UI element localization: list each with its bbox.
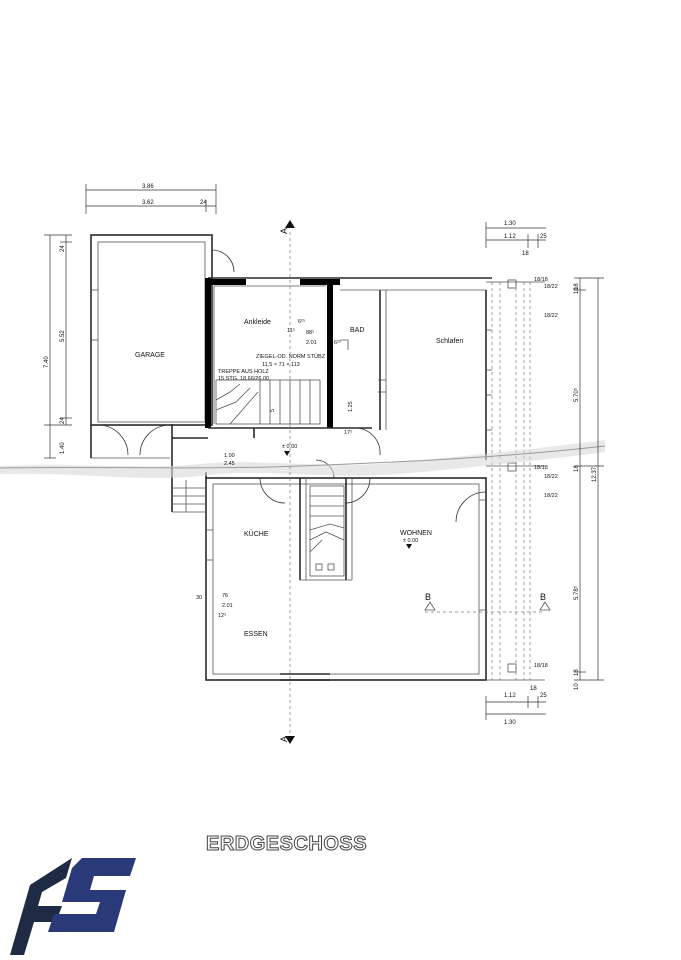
room-wohnen: WOHNEN [400, 530, 432, 537]
bad-dim-125: 1.25 [348, 401, 354, 412]
section-a-bottom: A [279, 736, 289, 742]
ank-dim-2: 11⁵ [287, 327, 295, 334]
beam-5: 18/22 [544, 474, 558, 480]
beam-7: 18/22 [544, 493, 558, 499]
room-schlafen: Schlafen [436, 338, 463, 345]
beam-1: 18/18 [534, 277, 548, 283]
dim-right-bottom-18: 18 [530, 686, 537, 692]
dim-right-10-top: 10 [574, 287, 580, 294]
essen-dim-30: 30 [196, 595, 202, 601]
dim-right-upper-span: 5.70⁵ [573, 387, 580, 402]
dimension-labels: 3.86 3.62 24 7.40 5.52 24 24 1.40 1.30 1… [44, 184, 598, 726]
dim-right-lower-span: 5.78⁵ [573, 585, 580, 600]
stair-dim-5: 5 [270, 409, 276, 412]
dim-right-10-bottom: 10 [574, 683, 580, 690]
dim-left-wall-top: 24 [60, 245, 66, 252]
essen-dim-76: 76 [222, 593, 228, 599]
dim-right-top-inner: 1.12 [504, 234, 516, 240]
lower-block-walls [172, 472, 487, 681]
bad-dim-175: 17⁵ [344, 429, 352, 436]
dim-right-bottom-outer: 1.30 [504, 720, 516, 726]
upper-staircase [215, 379, 321, 425]
note-treppe: TREPPE AUS HOLZ [218, 369, 269, 375]
section-b-right: B [540, 592, 546, 602]
upper-block-walls [171, 277, 492, 512]
dim-left-main: 5.52 [60, 330, 66, 342]
beam-4: 18/18 [534, 465, 548, 471]
beam-6: 18/18 [534, 663, 548, 669]
dim-top-outer: 3.86 [142, 184, 154, 190]
dim-right-bottom-inner: 1.12 [504, 693, 516, 699]
section-markers: A A B B [279, 228, 546, 742]
section-b-left: B [425, 592, 431, 602]
plan-title: ERDGESCHOSS [206, 833, 367, 855]
dim-right-top-18: 18 [522, 251, 529, 257]
garage-walls [90, 234, 235, 459]
lower-staircase [309, 485, 345, 577]
essen-dim-125: 12⁵ [218, 612, 226, 619]
dim-top-inner: 3.62 [142, 200, 154, 206]
note-treppe-dims: 15 STG. 18,66/26,00 [218, 376, 269, 382]
level-entry: ± 0.00 [282, 444, 297, 450]
ank-dim-4: 2.01 [306, 340, 317, 346]
dim-right-18c: 18 [574, 669, 580, 676]
room-ankleide: Ankleide [244, 319, 271, 326]
level-wohnen: ± 0.00 [403, 538, 418, 544]
dim-left-wall-bottom: 24 [60, 417, 66, 424]
company-logo [10, 858, 136, 955]
logo-s-shape [48, 858, 136, 932]
entry-dim-100: 1.00 [224, 453, 235, 459]
entry-dim-245: 2.45 [224, 461, 235, 467]
terrace-beams [486, 279, 545, 681]
top-dimensions [85, 184, 217, 214]
ank-dim-3: 88⁵ [306, 329, 314, 336]
dim-right-top-25: 25 [540, 234, 547, 240]
paper-fold [0, 440, 606, 478]
room-garage: GARAGE [135, 352, 165, 359]
dim-left-lower: 1.40 [60, 442, 66, 454]
dim-right-18a: 18 [574, 283, 580, 290]
room-essen: ESSEN [244, 631, 268, 638]
plan-notes: ZIEGEL-OD. NORM STÜBZ 11,5 × 71 × 113 TR… [218, 353, 418, 544]
beam-2: 18/22 [544, 284, 558, 290]
right-dimensions [485, 222, 604, 720]
section-a-top: A [279, 228, 289, 234]
note-ziegel-dims: 11,5 × 71 × 113 [262, 362, 300, 368]
room-labels: GARAGE Ankleide BAD Schlafen KÜCHE WOHNE… [135, 319, 463, 638]
beam-3: 18/22 [544, 313, 558, 319]
section-lines [284, 220, 551, 744]
left-dimensions [44, 234, 72, 459]
logo-f-shape [10, 858, 72, 955]
dim-right-18b: 18 [574, 465, 580, 472]
essen-dim-201: 2.01 [222, 603, 233, 609]
ank-dim-5: 6²⁵ [334, 339, 341, 346]
dim-left-total: 7.40 [44, 356, 50, 368]
room-kueche: KÜCHE [244, 530, 269, 538]
dim-top-wall: 24 [200, 200, 207, 206]
dim-right-mid: 12.37 [592, 466, 598, 482]
dim-right-top-outer: 1.30 [504, 221, 516, 227]
note-ziegel: ZIEGEL-OD. NORM STÜBZ [256, 353, 326, 360]
dim-right-bottom-25: 25 [540, 693, 547, 699]
ank-dim-1: 6²⁵ [298, 318, 305, 325]
room-bad: BAD [350, 327, 364, 334]
